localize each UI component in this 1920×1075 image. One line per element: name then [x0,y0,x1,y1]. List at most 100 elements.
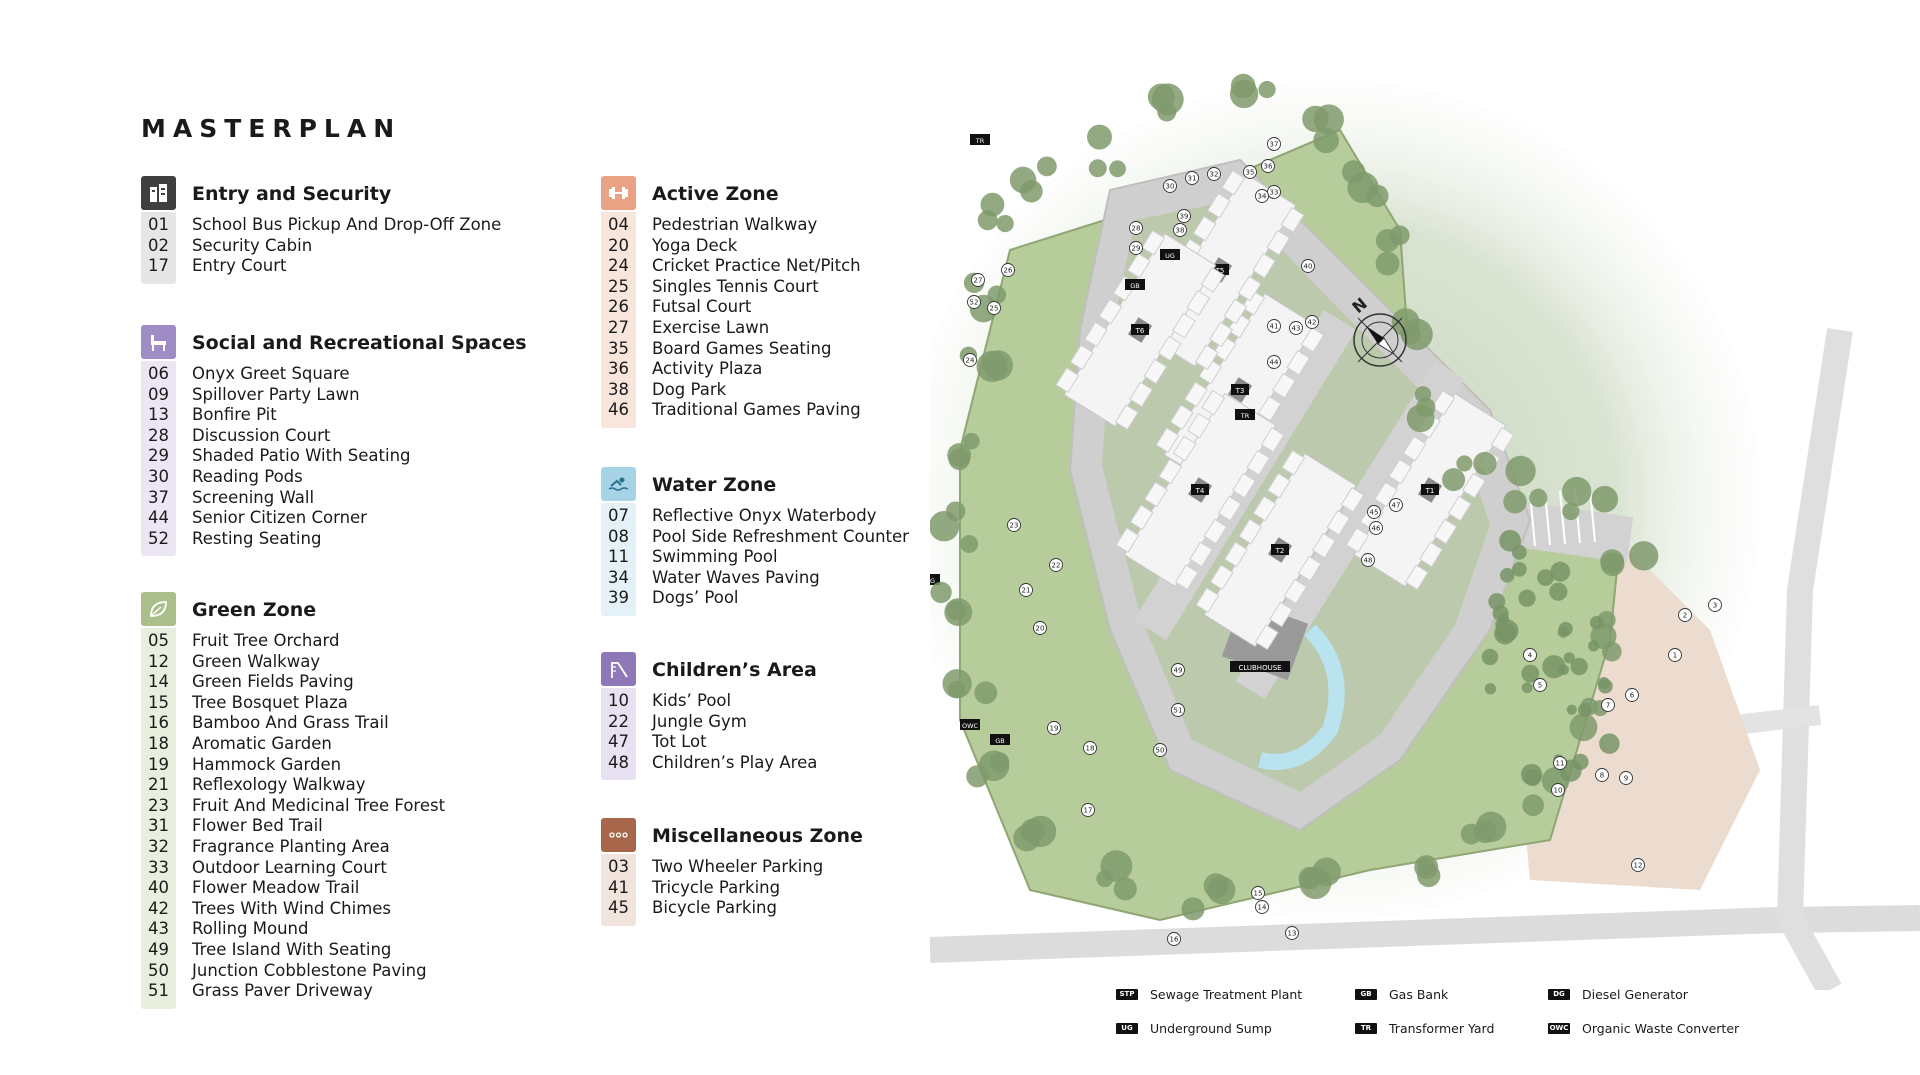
map-marker-34[interactable]: 34 [1255,189,1269,203]
map-marker-28[interactable]: 28 [1129,221,1143,235]
utility-label: Organic Waste Converter [1582,1021,1740,1036]
map-marker-43[interactable]: 43 [1289,321,1303,335]
map-marker-16[interactable]: 16 [1167,932,1181,946]
map-marker-02[interactable]: 2 [1678,608,1692,622]
map-marker-41[interactable]: 41 [1267,319,1281,333]
map-marker-50[interactable]: 50 [1153,743,1167,757]
svg-text:2: 2 [1683,612,1687,620]
legend-item-label: Outdoor Learning Court [192,857,387,877]
map-marker-48[interactable]: 48 [1361,553,1375,567]
map-marker-14[interactable]: 14 [1255,900,1269,914]
svg-text:16: 16 [1170,936,1179,944]
map-marker-52[interactable]: 52 [967,295,981,309]
map-marker-13[interactable]: 13 [1285,926,1299,940]
map-marker-05[interactable]: 5 [1533,678,1547,692]
map-marker-35[interactable]: 35 [1243,165,1257,179]
legend-item-label: Swimming Pool [652,547,778,567]
legend-item-number: 25 [608,276,629,296]
map-marker-26[interactable]: 26 [1001,263,1015,277]
legend-item-number: 44 [148,508,169,528]
masterplan-map[interactable]: T1T2T3T4T5T6CLUBHOUSETRUGGBSTPDGTROWCGB … [890,70,1920,997]
legend-item-label: Spillover Party Lawn [192,384,360,404]
map-marker-51[interactable]: 51 [1171,703,1185,717]
map-marker-24[interactable]: 24 [963,353,977,367]
map-marker-09[interactable]: 9 [1619,771,1633,785]
map-marker-08[interactable]: 8 [1595,768,1609,782]
svg-text:T2: T2 [1275,547,1285,555]
map-marker-10[interactable]: 10 [1551,783,1565,797]
svg-text:DG: DG [930,577,935,585]
map-marker-31[interactable]: 31 [1185,171,1199,185]
map-marker-27[interactable]: 27 [971,273,985,287]
map-marker-11[interactable]: 11 [1553,756,1567,770]
map-marker-06[interactable]: 6 [1625,688,1639,702]
map-marker-29[interactable]: 29 [1129,241,1143,255]
svg-text:13: 13 [1288,930,1297,938]
map-marker-30[interactable]: 30 [1163,179,1177,193]
map-marker-37[interactable]: 37 [1267,137,1281,151]
svg-text:11: 11 [1556,760,1565,768]
legend-group-title: Entry and Security [192,183,392,205]
legend-item-label: Entry Court [192,256,287,276]
map-marker-19[interactable]: 19 [1047,721,1061,735]
map-marker-44[interactable]: 44 [1267,355,1281,369]
legend-item-label: Onyx Greet Square [192,364,350,383]
utility-code-badge: OWC [1548,1023,1570,1034]
svg-text:42: 42 [1308,319,1317,327]
map-marker-45[interactable]: 45 [1367,505,1381,519]
map-marker-18[interactable]: 18 [1083,741,1097,755]
map-marker-39[interactable]: 39 [1177,209,1191,223]
legend-item-number: 31 [148,816,169,836]
map-marker-15[interactable]: 15 [1251,886,1265,900]
legend-item-number: 21 [148,775,169,795]
map-marker-46[interactable]: 46 [1369,521,1383,535]
map-marker-40[interactable]: 40 [1301,259,1315,273]
map-marker-23[interactable]: 23 [1007,518,1021,532]
legend-group-title: Water Zone [652,474,777,496]
legend-item-label: Water Waves Paving [652,567,820,587]
map-marker-17[interactable]: 17 [1081,803,1095,817]
map-marker-03[interactable]: 3 [1708,598,1722,612]
map-marker-33[interactable]: 33 [1267,185,1281,199]
dots-icon [601,818,636,852]
map-marker-25[interactable]: 25 [987,301,1001,315]
map-marker-01[interactable]: 1 [1668,648,1682,662]
legend-group-title: Green Zone [192,599,317,621]
legend-item-number: 02 [148,235,169,255]
utility-code-badge: TR [1355,1023,1377,1034]
svg-text:43: 43 [1292,325,1301,333]
legend-item-number: 49 [148,939,169,959]
map-marker-04[interactable]: 4 [1523,648,1537,662]
utility-label: Sewage Treatment Plant [1150,987,1303,1002]
svg-text:52: 52 [970,299,979,307]
utility-code-badge: DG [1548,989,1570,1000]
map-marker-32[interactable]: 32 [1207,167,1221,181]
map-marker-12[interactable]: 12 [1631,858,1645,872]
legend-item-number: 27 [608,317,629,337]
legend-item-number: 12 [148,651,169,671]
map-marker-49[interactable]: 49 [1171,663,1185,677]
svg-text:5: 5 [1538,682,1542,690]
legend-item-number: 22 [608,711,629,731]
legend-item-label: Yoga Deck [652,235,738,255]
map-marker-36[interactable]: 36 [1261,159,1275,173]
svg-text:47: 47 [1392,502,1401,510]
map-marker-22[interactable]: 22 [1049,558,1063,572]
svg-text:35: 35 [1246,169,1255,177]
map-marker-38[interactable]: 38 [1173,223,1187,237]
legend-item-label: Singles Tennis Court [652,276,819,296]
map-marker-07[interactable]: 7 [1601,698,1615,712]
legend-item-label: Two Wheeler Parking [652,857,824,876]
map-marker-20[interactable]: 20 [1033,621,1047,635]
map-marker-42[interactable]: 42 [1305,315,1319,329]
map-marker-47[interactable]: 47 [1389,498,1403,512]
map-marker-21[interactable]: 21 [1019,583,1033,597]
